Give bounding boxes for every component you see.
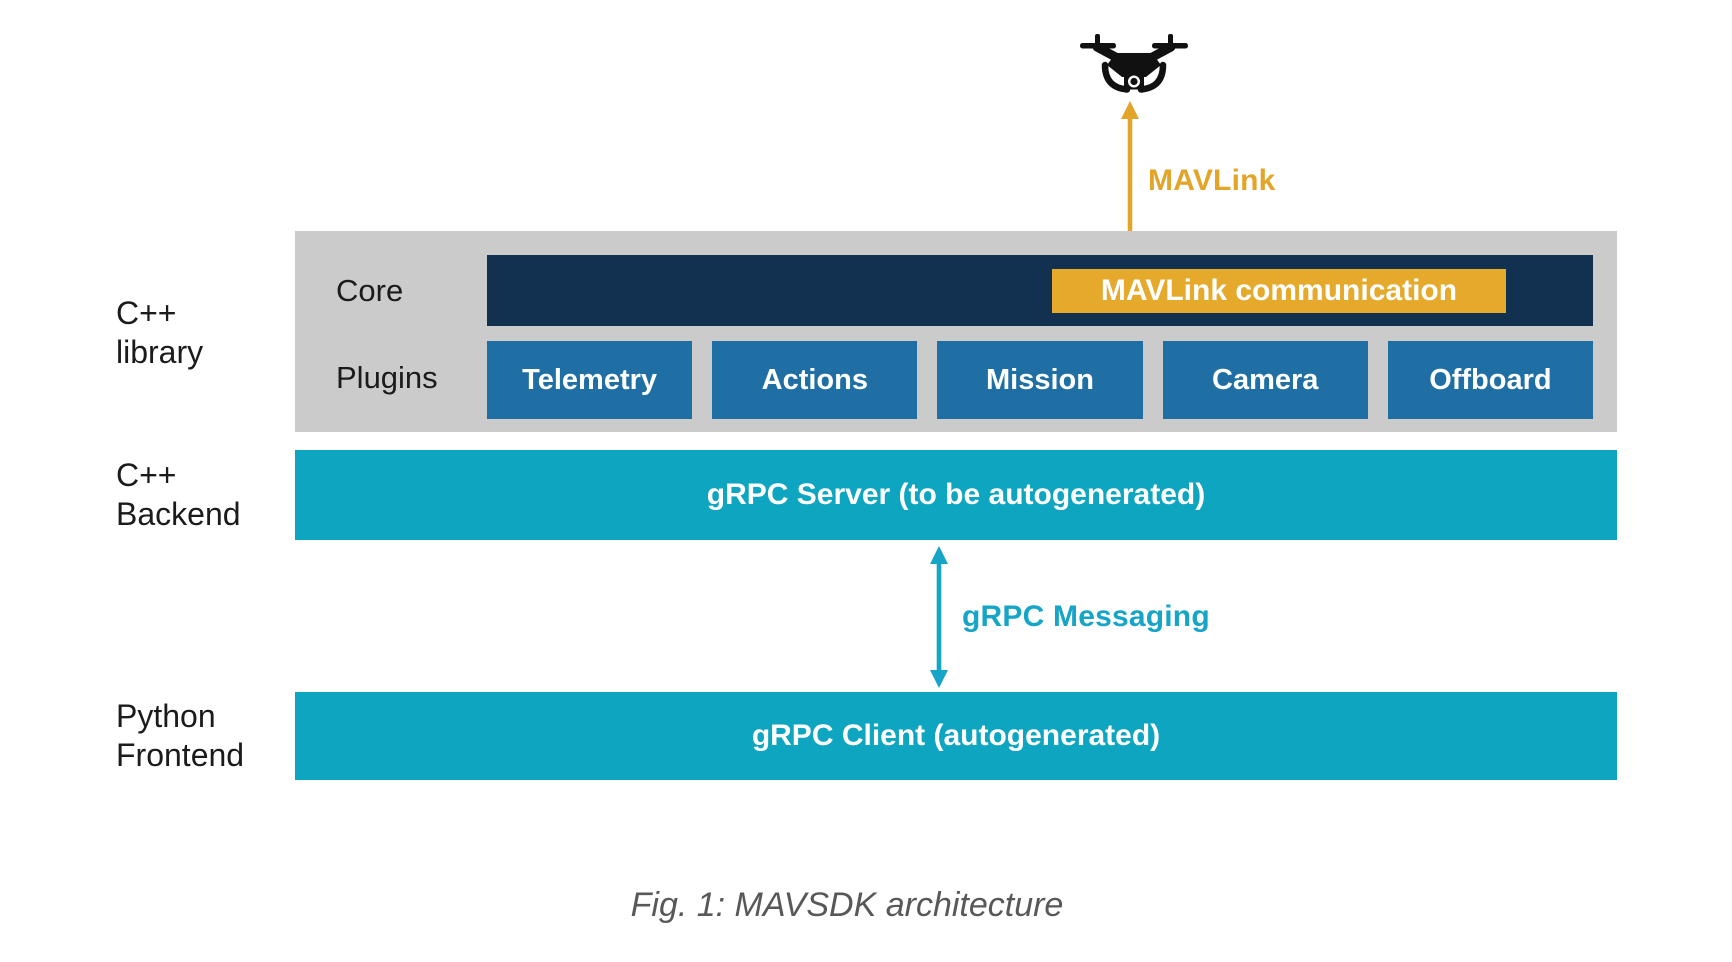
plugins-label: Plugins xyxy=(336,360,438,395)
plugin-box-telemetry: Telemetry xyxy=(487,341,693,419)
row-label-line: C++ xyxy=(116,295,177,331)
grpc-messaging-arrow-icon xyxy=(930,546,948,688)
row-label-line: Frontend xyxy=(116,737,245,773)
row-label-line: Backend xyxy=(116,496,241,532)
grpc-client-bar: gRPC Client (autogenerated) xyxy=(295,692,1617,780)
core-label: Core xyxy=(336,273,404,308)
plugin-box-camera: Camera xyxy=(1162,341,1368,419)
plugin-box-mission: Mission xyxy=(937,341,1143,419)
row-label-cpp-backend: C++ Backend xyxy=(116,456,241,534)
mavlink-link-label: MAVLink xyxy=(1148,164,1276,197)
core-bar: MAVLink communication xyxy=(487,255,1593,326)
plugin-box-actions: Actions xyxy=(712,341,918,419)
row-label-cpp-library: C++ library xyxy=(116,294,203,372)
mavlink-communication-box: MAVLink communication xyxy=(1052,269,1506,313)
drone-icon xyxy=(1080,34,1188,93)
row-label-line: Python xyxy=(116,698,216,734)
grpc-server-bar: gRPC Server (to be autogenerated) xyxy=(295,450,1617,540)
row-label-python-frontend: Python Frontend xyxy=(116,697,244,775)
plugin-box-offboard: Offboard xyxy=(1387,341,1594,419)
figure-caption: Fig. 1: MAVSDK architecture xyxy=(630,886,1064,924)
row-label-line: library xyxy=(116,334,204,370)
plugins-row: Telemetry Actions Mission Camera Offboar… xyxy=(487,341,1594,419)
row-label-line: C++ xyxy=(116,457,177,493)
cpp-library-container: Core MAVLink communication Plugins Telem… xyxy=(295,231,1617,432)
grpc-messaging-label: gRPC Messaging xyxy=(962,600,1210,633)
